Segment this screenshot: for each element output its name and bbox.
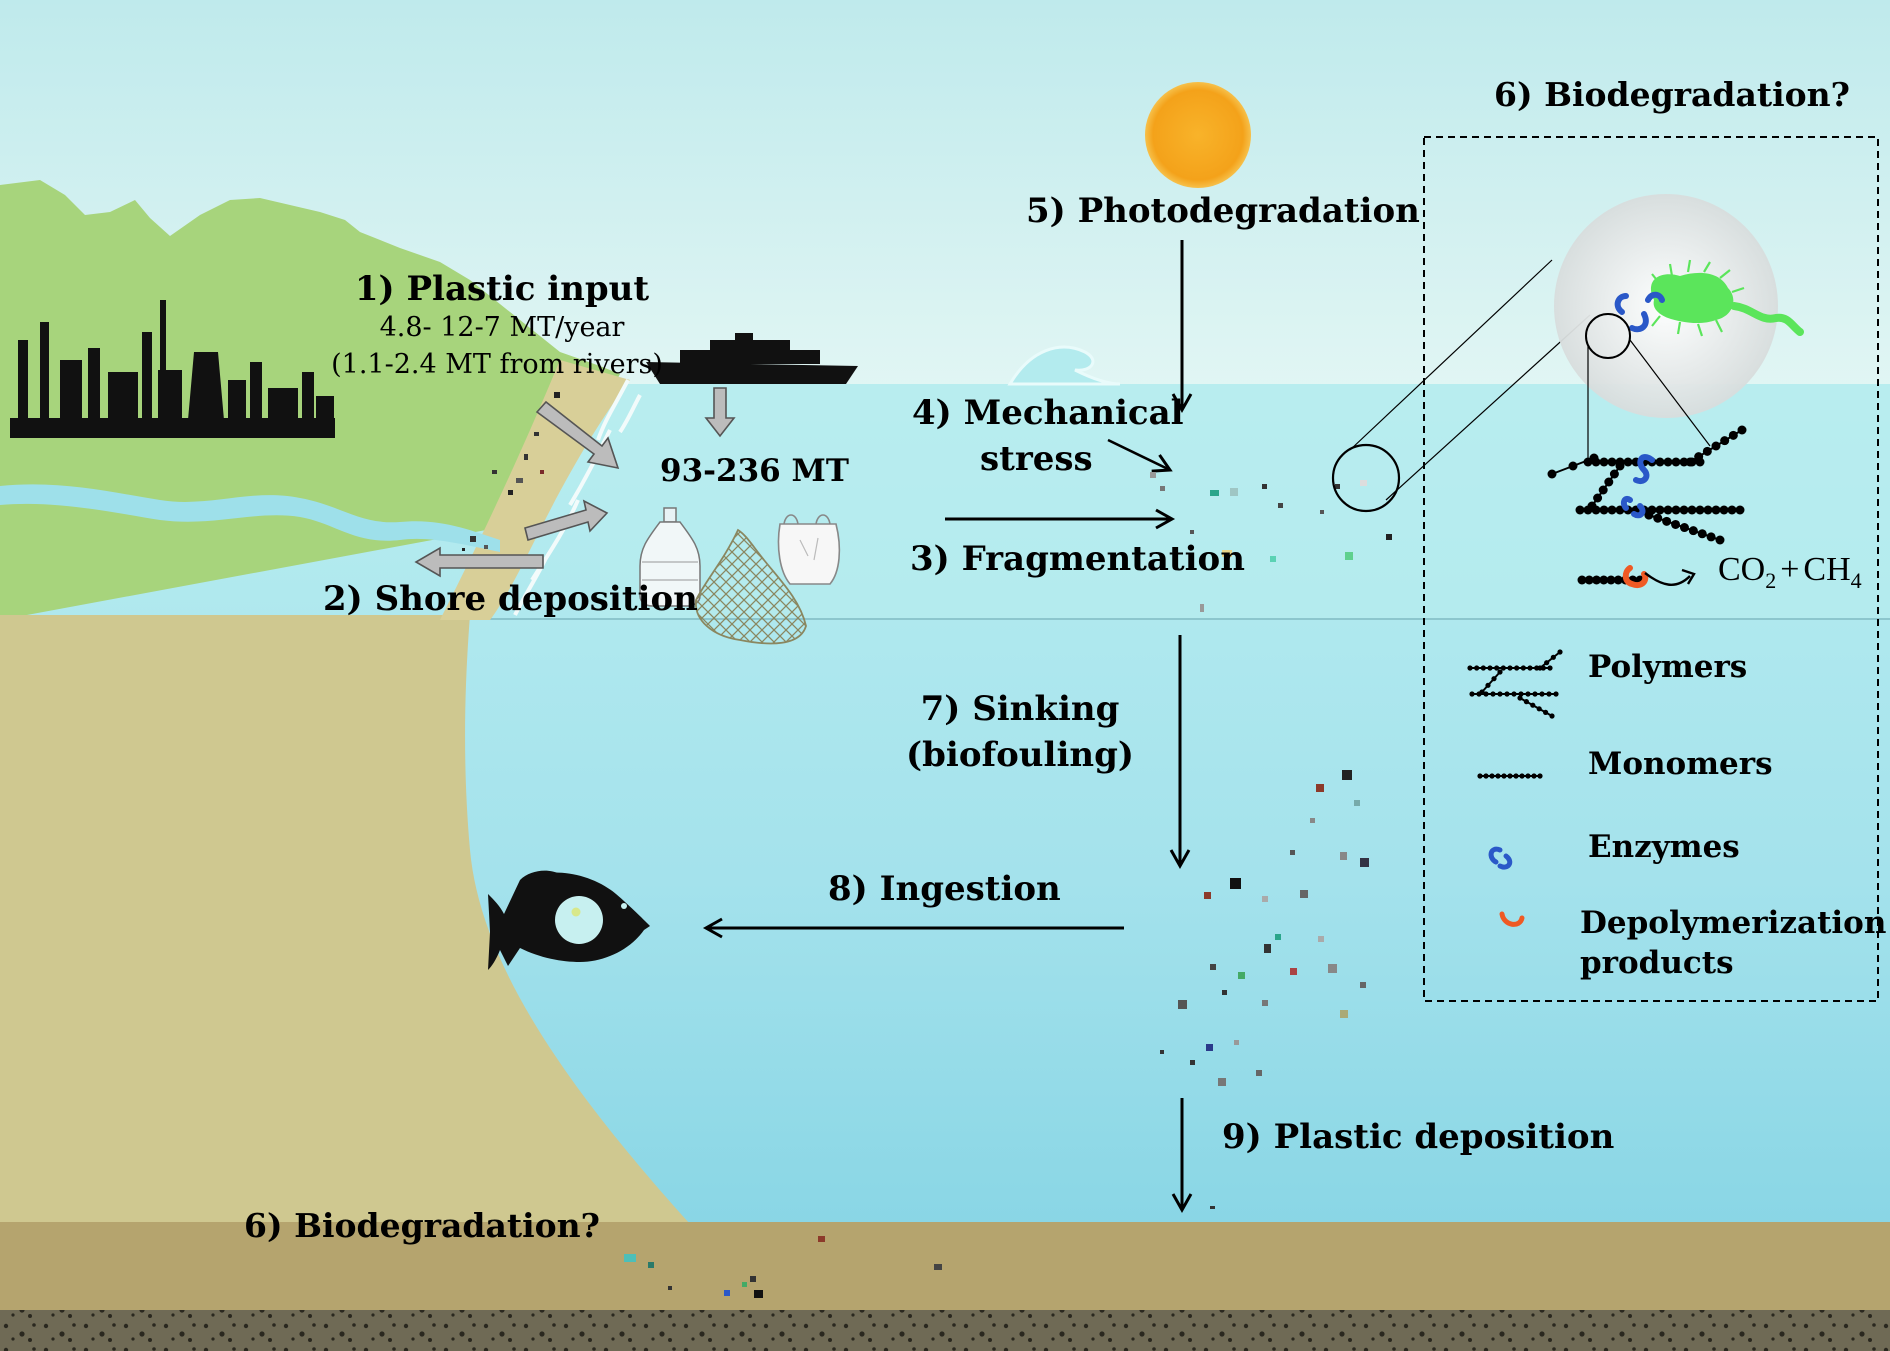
photodegradation-label: 5) Photodegradation: [1026, 191, 1420, 231]
legend-depolymerization-line1: Depolymerization: [1580, 905, 1887, 941]
legend-polymers: Polymers: [1588, 649, 1748, 685]
seafloor: [0, 1222, 1890, 1312]
cargo-ship: [646, 333, 858, 384]
seafloor-debris: [624, 1236, 942, 1298]
plastic-bottle: [639, 507, 701, 607]
plastic-input-rivers: (1.1-2.4 MT from rivers): [331, 349, 663, 380]
ocean-stock-label: 93-236 MT: [660, 453, 849, 489]
shore-debris: [462, 392, 560, 551]
legend-monomer-strand: [1477, 773, 1543, 779]
co2-base: CO: [1718, 551, 1766, 588]
input-arrow-land: [535, 400, 620, 470]
release-arrow-head: [1681, 568, 1696, 585]
legend-monomer-glyph: [1477, 773, 1543, 779]
input-arrow-river: [524, 499, 609, 542]
sinking-label-line1: 7) Sinking: [920, 689, 1120, 729]
mechanical-stress-label-line1: 4) Mechanical: [912, 393, 1184, 433]
mechanical-stress-label-line2: stress: [980, 439, 1093, 479]
biodegradation-label-bottom: 6) Biodegradation?: [244, 1206, 600, 1245]
plastic-input-title: 1) Plastic input: [354, 269, 650, 309]
factory-silhouette: [10, 300, 335, 438]
enzyme-zoom-circle: [1585, 313, 1631, 359]
sinking-label-line2: (biofouling): [906, 735, 1134, 775]
legend-enzymes: Enzymes: [1588, 829, 1740, 865]
legend-depolymerization-glyph: [1499, 911, 1525, 927]
ch4-sub: 4: [1850, 567, 1862, 593]
plastic-bag: [777, 514, 841, 585]
bacterium-icon: [1614, 259, 1804, 337]
chain-enzymes: [1620, 454, 1655, 588]
sun-icon: [1145, 82, 1251, 188]
legend-polymer-strand: [1517, 695, 1555, 719]
magnified-fragment: [1360, 480, 1367, 486]
fish-icon: [488, 870, 650, 970]
legend-polymer-strand: [1537, 649, 1563, 671]
ingestion-label: 8) Ingestion: [828, 869, 1061, 909]
shore-deposition-arrow: [414, 546, 544, 578]
plastic-input-rate: 4.8- 12-7 MT/year: [379, 312, 625, 343]
legend-polymer-glyph: [1467, 649, 1563, 719]
river: [0, 484, 500, 552]
sediment-layer: [0, 1310, 1890, 1351]
co2-sub: 2: [1765, 567, 1777, 593]
biodegradation-label-top: 6) Biodegradation?: [1494, 75, 1850, 114]
release-arrow: [1644, 572, 1691, 586]
co2-ch4-label: CO2+CH4: [1718, 550, 1862, 593]
chain-strand: [1547, 453, 1599, 479]
plastic-deposition-label: 9) Plastic deposition: [1222, 1117, 1615, 1157]
legend-polymer-strand: [1467, 665, 1553, 671]
land-cliff: [0, 615, 1890, 1351]
chain-strand: [1575, 505, 1745, 515]
legend-enzyme-glyph: [1488, 846, 1513, 870]
zoom-line-chain-right: [1629, 339, 1711, 447]
chain-strand: [1685, 425, 1747, 467]
fragmentation-label: 3) Fragmentation: [910, 539, 1245, 579]
legend-monomers: Monomers: [1588, 746, 1773, 782]
magnifier-circle: [1331, 443, 1401, 513]
polymer-chains: [1547, 425, 1747, 585]
wave: [1007, 345, 1121, 386]
shore-deposition-label: 2) Shore deposition: [323, 579, 698, 619]
legend-depolymerization-line2: products: [1580, 945, 1734, 981]
mechanical-stress-arrow: [1107, 438, 1173, 473]
zoom-line-upper: [1349, 259, 1553, 451]
input-block-arrows: [414, 387, 736, 578]
legend-polymer-strand: [1479, 669, 1503, 695]
surface-fragments: [1150, 472, 1392, 612]
zoom-line-lower: [1385, 314, 1591, 501]
input-arrow-ship: [704, 387, 736, 438]
plus-sign: +: [1780, 551, 1800, 588]
fishing-net: [695, 528, 807, 645]
ch4-base: CH: [1803, 551, 1851, 588]
sinking-particles: [1160, 770, 1369, 1209]
